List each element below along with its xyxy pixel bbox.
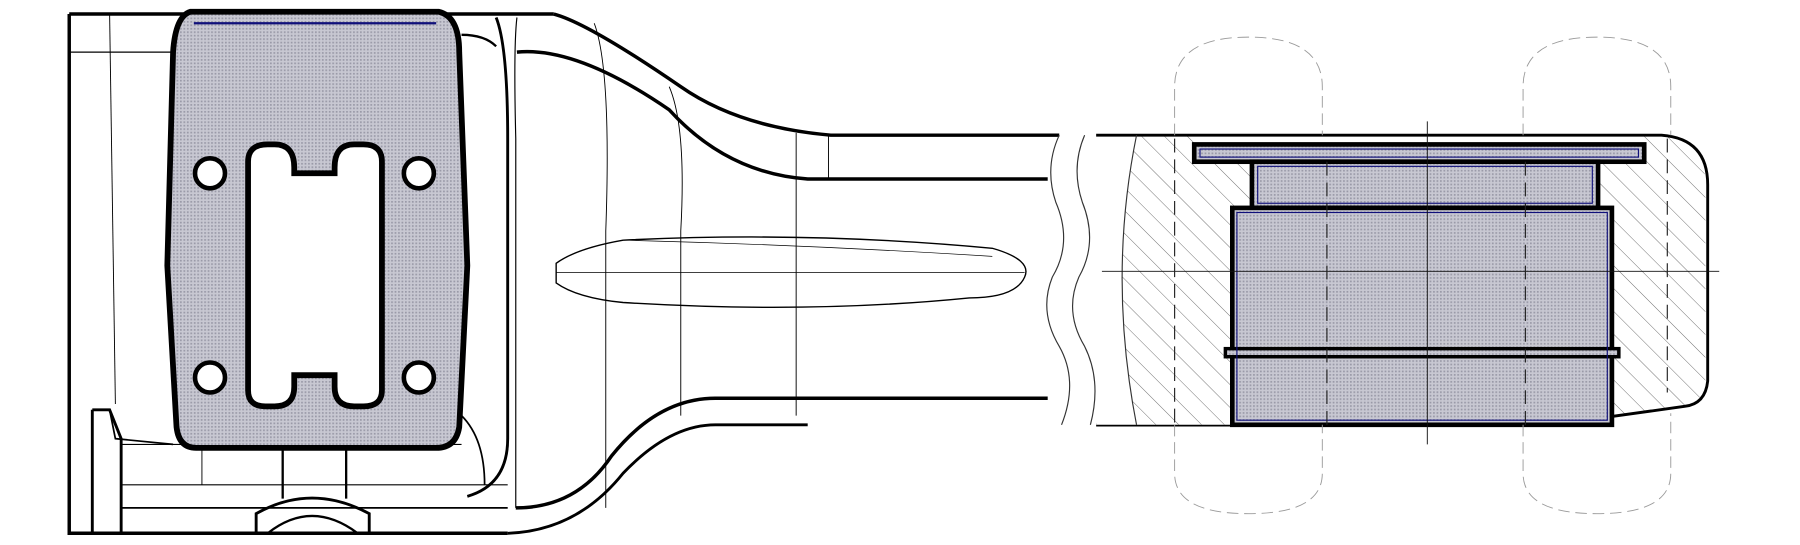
lens-slot	[555, 236, 1027, 308]
left-body	[67, 12, 554, 535]
centerlines	[1101, 121, 1720, 445]
break-lines	[1046, 134, 1096, 426]
right-section	[1096, 121, 1720, 445]
phantom-ovals	[1174, 36, 1672, 515]
bolt-hole	[192, 155, 437, 395]
center-slot	[245, 141, 385, 410]
clamp-plate	[164, 8, 471, 451]
bushing	[1191, 142, 1647, 428]
